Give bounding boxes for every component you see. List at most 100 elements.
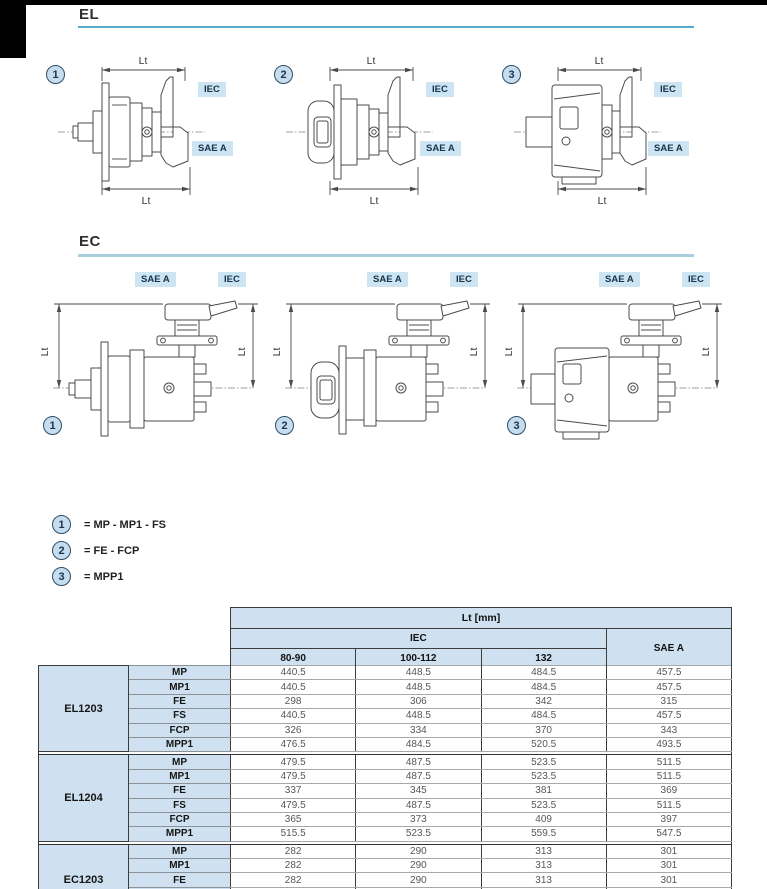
- value-cell: 547.5: [605, 826, 733, 842]
- version-cell: FS: [128, 797, 231, 813]
- version-cell: MPP1: [128, 826, 231, 842]
- sae-a-tag: SAE A: [420, 141, 461, 156]
- value-cell: 290: [355, 843, 482, 860]
- value-cell: 511.5: [605, 754, 733, 770]
- legend-item: 1= MP - MP1 - FS: [52, 515, 166, 534]
- col-iec-size: 80-90: [229, 648, 357, 669]
- value-cell: 370: [480, 722, 607, 738]
- value-cell: 313: [480, 872, 607, 888]
- callout-number: 3: [52, 567, 71, 586]
- value-cell: 334: [355, 722, 482, 738]
- value-cell: 523.5: [480, 754, 607, 770]
- value-cell: 448.5: [355, 708, 482, 724]
- value-cell: 369: [605, 783, 733, 799]
- value-cell: 457.5: [605, 708, 733, 724]
- model-cell: EC1203: [38, 843, 129, 889]
- value-cell: 476.5: [229, 736, 357, 753]
- callout-number: 1: [52, 515, 71, 534]
- value-cell: 487.5: [355, 754, 482, 770]
- sae-a-tag: SAE A: [192, 141, 233, 156]
- iec-tag: IEC: [218, 272, 246, 287]
- version-cell: MPP1: [128, 736, 231, 753]
- value-cell: 448.5: [355, 679, 482, 695]
- value-cell: 440.5: [229, 708, 357, 724]
- value-cell: 457.5: [605, 664, 733, 681]
- version-cell: FCP: [128, 811, 231, 828]
- sae-a-tag: SAE A: [599, 272, 640, 287]
- version-cell: MP1: [128, 679, 231, 695]
- value-cell: 337: [229, 783, 357, 799]
- value-cell: 440.5: [229, 679, 357, 695]
- value-cell: 315: [605, 693, 733, 710]
- value-cell: 457.5: [605, 679, 733, 695]
- value-cell: 343: [605, 722, 733, 738]
- value-cell: 306: [355, 693, 482, 710]
- callout-number: 3: [507, 416, 526, 435]
- value-cell: 298: [229, 693, 357, 710]
- svg-text:Lt: Lt: [236, 348, 248, 357]
- section-rule-ec: [78, 254, 694, 257]
- iec-tag: IEC: [198, 82, 226, 97]
- section-title-el: EL: [79, 6, 100, 23]
- value-cell: 301: [605, 886, 733, 889]
- value-cell: 523.5: [355, 826, 482, 842]
- value-cell: 559.5: [480, 826, 607, 842]
- value-cell: 484.5: [480, 664, 607, 681]
- iec-tag: IEC: [654, 82, 682, 97]
- value-cell: 409: [480, 811, 607, 828]
- value-cell: 520.5: [480, 736, 607, 753]
- svg-text:Lt: Lt: [595, 55, 604, 67]
- value-cell: 493.5: [605, 736, 733, 753]
- iec-tag: IEC: [682, 272, 710, 287]
- sae-a-tag: SAE A: [367, 272, 408, 287]
- version-cell: FE: [128, 872, 231, 888]
- callout-number: 2: [275, 416, 294, 435]
- version-cell: FE: [128, 693, 231, 710]
- table-row: FS282290313301: [39, 886, 733, 889]
- scan-artifact-corner: [0, 0, 26, 58]
- col-iec-size: 100-112: [355, 648, 482, 669]
- version-cell: FE: [128, 783, 231, 799]
- svg-text:Lt: Lt: [468, 348, 480, 357]
- sae-a-tag: SAE A: [135, 272, 176, 287]
- svg-text:Lt: Lt: [271, 348, 283, 357]
- value-cell: 487.5: [355, 768, 482, 785]
- svg-text:Lt: Lt: [503, 348, 515, 357]
- value-cell: 342: [480, 693, 607, 710]
- value-cell: 448.5: [355, 664, 482, 681]
- scan-artifact-top: [0, 0, 767, 5]
- value-cell: 479.5: [229, 797, 357, 813]
- value-cell: 290: [355, 872, 482, 888]
- model-cell: EL1204: [38, 754, 129, 842]
- callout-number: 1: [43, 416, 62, 435]
- sae-a-tag: SAE A: [648, 141, 689, 156]
- version-cell: MP: [128, 843, 231, 860]
- value-cell: 313: [480, 843, 607, 860]
- col-iec-size: 132: [480, 648, 607, 669]
- table-title: Lt [mm]: [230, 607, 732, 629]
- value-cell: 290: [355, 858, 482, 874]
- version-cell: MP: [128, 664, 231, 681]
- value-cell: 313: [480, 858, 607, 874]
- legend-item: 2= FE - FCP: [52, 541, 139, 560]
- value-cell: 484.5: [480, 708, 607, 724]
- svg-text:Lt: Lt: [370, 195, 379, 205]
- value-cell: 301: [605, 843, 733, 860]
